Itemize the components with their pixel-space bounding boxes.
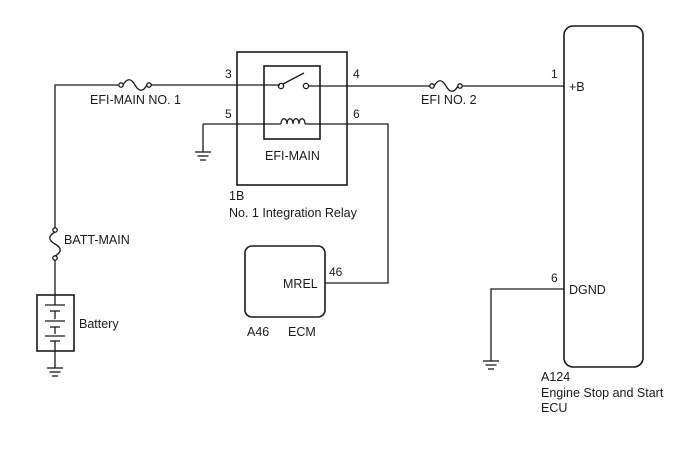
- fuse-efi-no2-symbol: [429, 80, 463, 92]
- ecm-box: [244, 245, 326, 318]
- relay-switch-contacts: [277, 72, 310, 90]
- relay-pin-6: 6: [353, 107, 360, 121]
- relay-pin-3: 3: [225, 67, 232, 81]
- ecu-name-line1: Engine Stop and Start: [541, 386, 664, 400]
- ecu-terminal-plus-b: +B: [569, 80, 585, 94]
- ecm-terminal-mrel: MREL: [283, 277, 318, 291]
- stop-start-ecu-box: [563, 25, 644, 368]
- battery-label: Battery: [79, 317, 119, 331]
- fuse-batt-main-symbol: [49, 227, 61, 261]
- relay-title: No. 1 Integration Relay: [229, 206, 358, 220]
- ecu-pin-1: 1: [551, 67, 558, 81]
- ground-battery-symbol: [47, 351, 63, 377]
- relay-pin-4: 4: [353, 67, 360, 81]
- ecm-pin-46: 46: [329, 265, 343, 279]
- relay-pin-5: 5: [225, 107, 232, 121]
- wire-battery-to-efi-main-no1: [54, 84, 118, 228]
- relay-box: [236, 51, 348, 186]
- relay-coil-symbol: [203, 118, 389, 284]
- ground-relay-symbol: [195, 124, 211, 161]
- relay-name: EFI-MAIN: [265, 149, 320, 163]
- ecu-connector: A124: [541, 370, 570, 384]
- fuse-efi-main-no1-symbol: [118, 79, 152, 91]
- fuse-batt-main-label: BATT-MAIN: [64, 233, 130, 247]
- battery-cells-symbol: [45, 295, 65, 351]
- ground-ecu-symbol: [483, 288, 564, 370]
- fuse-efi-main-no1-label: EFI-MAIN NO. 1: [90, 93, 181, 107]
- relay-inner-box: [263, 65, 321, 140]
- relay-connector: 1B: [229, 189, 244, 203]
- ecm-connector: A46: [247, 325, 269, 339]
- ecu-terminal-dgnd: DGND: [569, 283, 606, 297]
- fuse-efi-no2-label: EFI NO. 2: [421, 93, 477, 107]
- ecu-pin-6: 6: [551, 271, 558, 285]
- ecu-name-line2: ECU: [541, 401, 567, 415]
- ecm-name: ECM: [288, 325, 316, 339]
